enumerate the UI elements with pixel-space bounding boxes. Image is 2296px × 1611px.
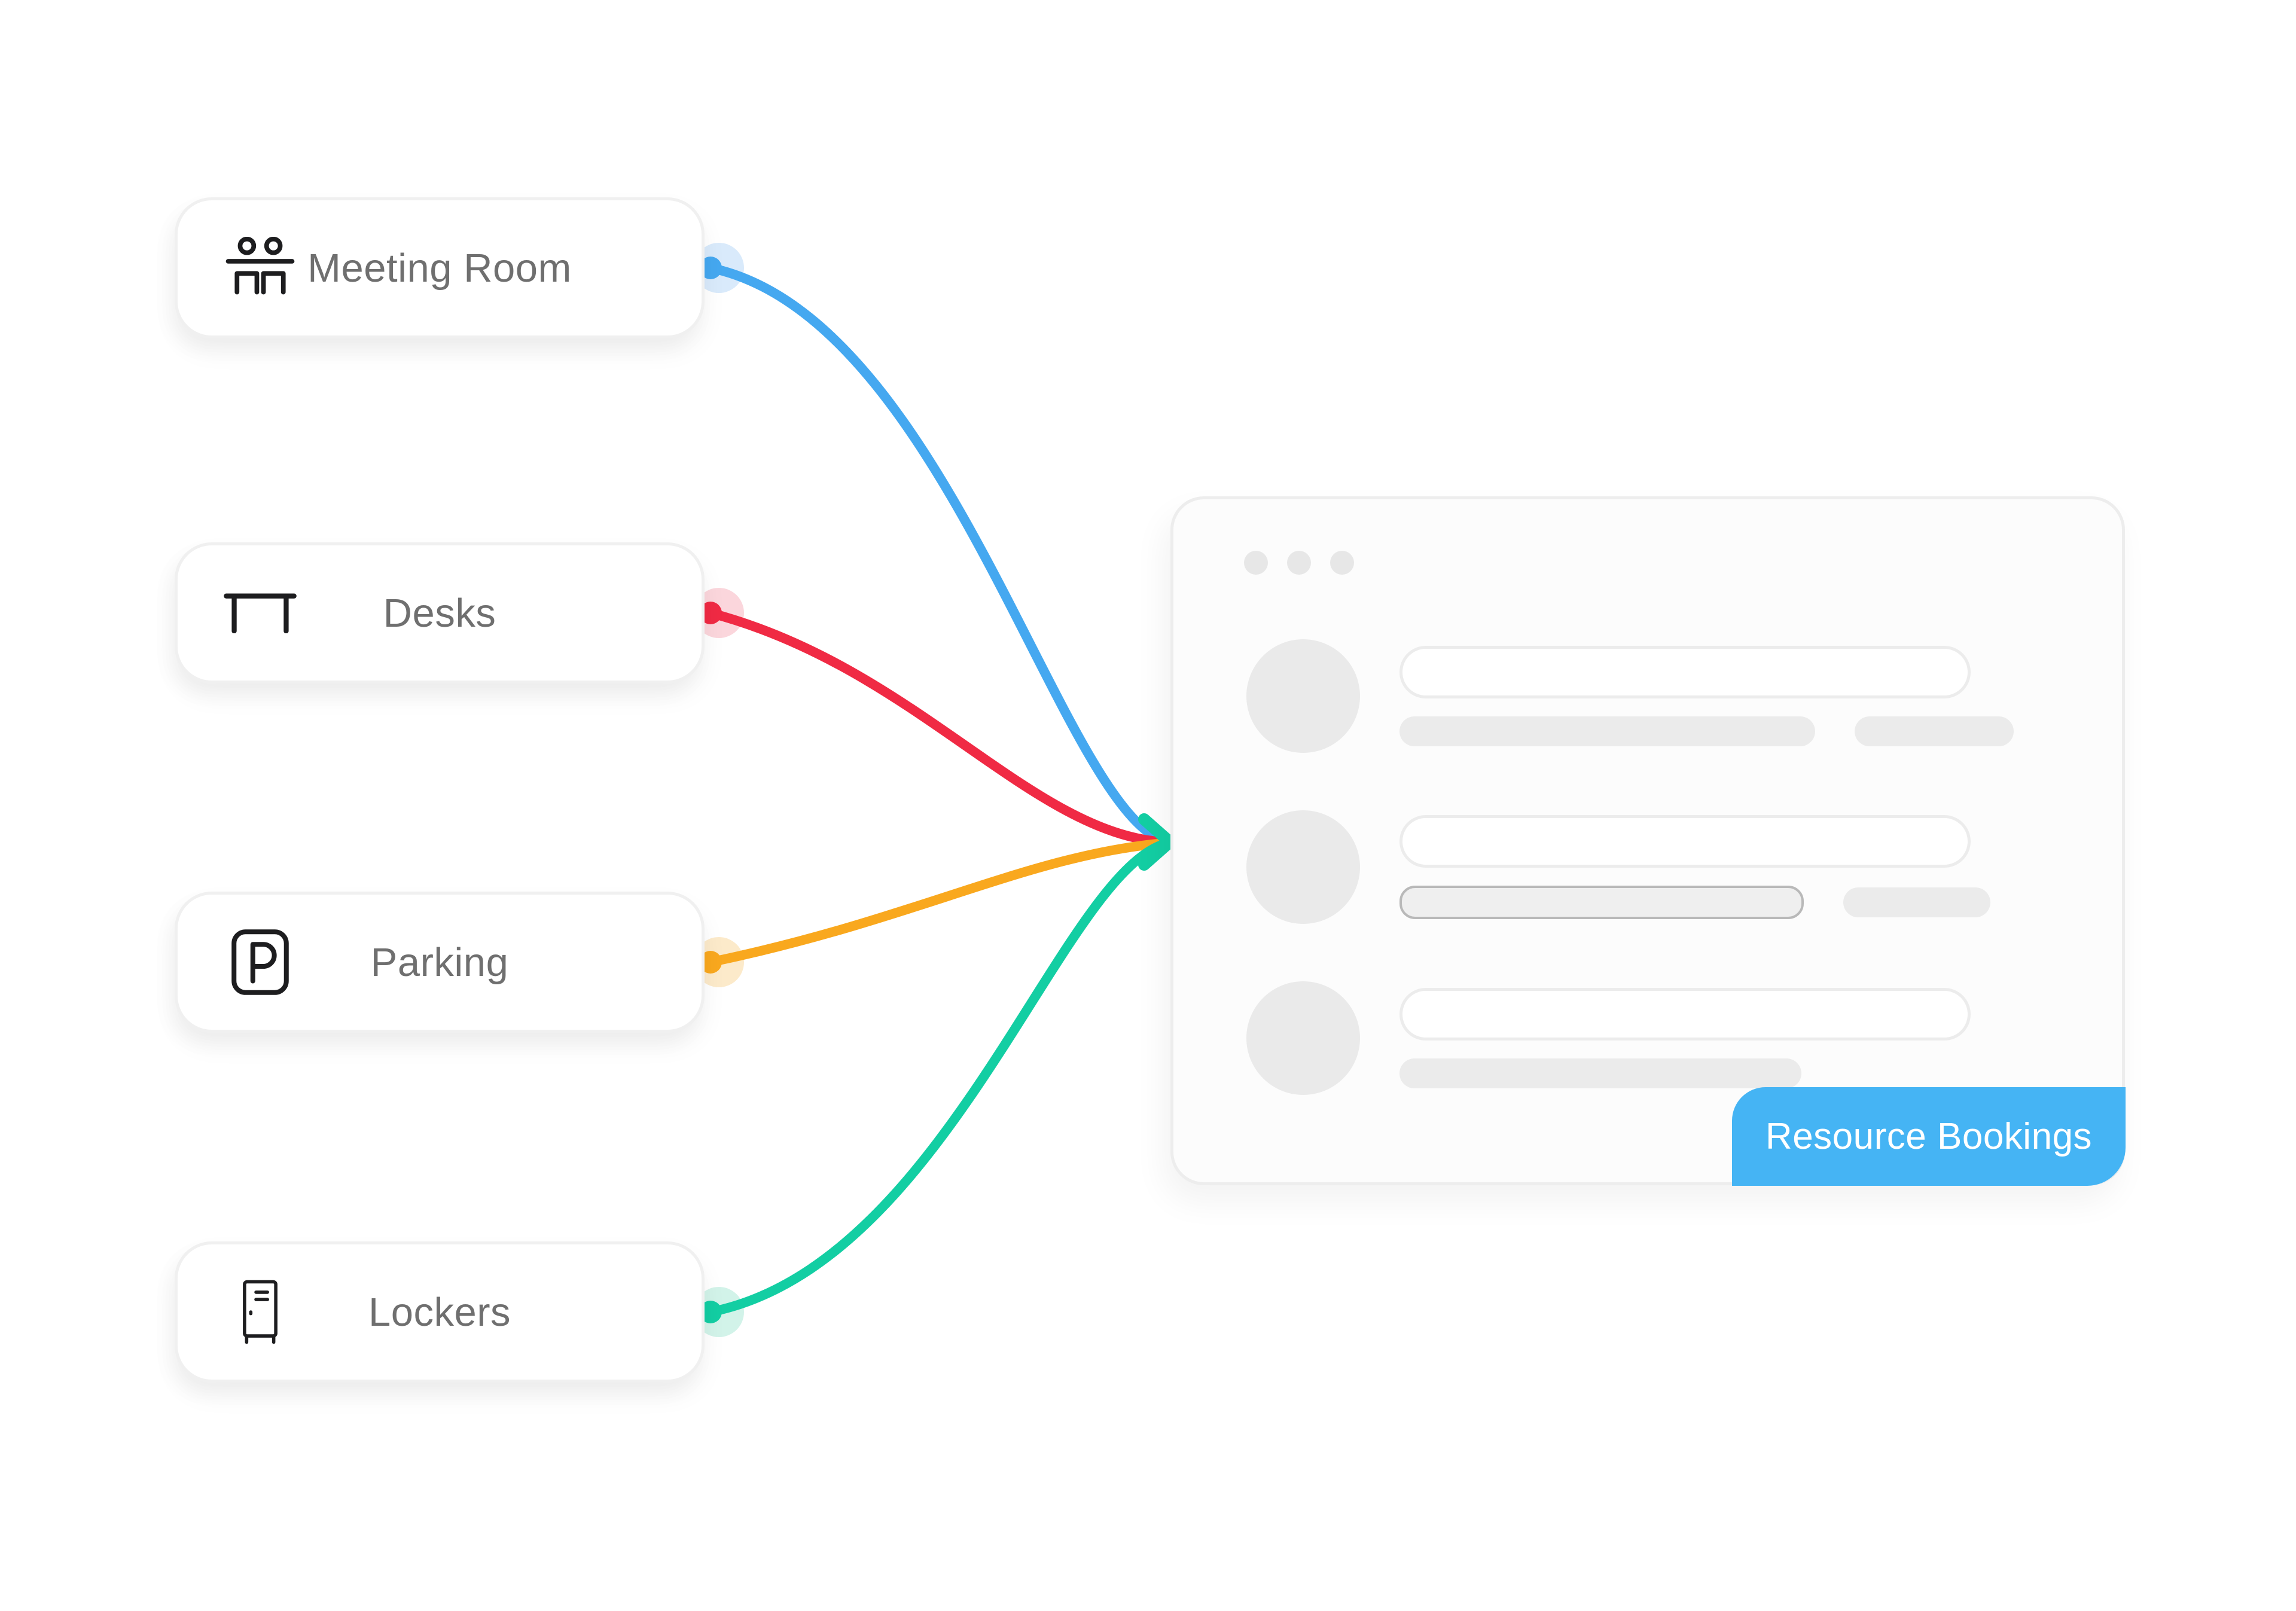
connector-dot-desks bbox=[699, 602, 722, 624]
card-label-desks: Desks bbox=[383, 590, 496, 636]
skeleton-bar bbox=[1843, 887, 1990, 917]
skeleton-avatar bbox=[1246, 981, 1360, 1095]
card-label-lockers: Lockers bbox=[368, 1289, 511, 1335]
window-control-dot bbox=[1330, 551, 1354, 575]
skeleton-input bbox=[1399, 988, 1971, 1041]
connector-line-parking bbox=[706, 838, 1168, 967]
connector-dot-parking bbox=[699, 951, 722, 974]
card-parking[interactable]: Parking bbox=[175, 892, 705, 1033]
skeleton-bar-selected bbox=[1399, 886, 1804, 919]
connector-line-desks bbox=[706, 608, 1168, 847]
skeleton-avatar bbox=[1246, 810, 1360, 924]
card-label-parking: Parking bbox=[370, 939, 509, 985]
parking-icon bbox=[212, 895, 308, 1030]
booking-row bbox=[1246, 810, 1990, 924]
app-window bbox=[1170, 496, 2125, 1185]
connector-line-lockers bbox=[706, 840, 1168, 1317]
card-desks[interactable]: Desks bbox=[175, 542, 705, 684]
skeleton-avatar bbox=[1246, 639, 1360, 753]
resource-bookings-badge[interactable]: Resource Bookings bbox=[1732, 1087, 2126, 1186]
booking-row bbox=[1246, 639, 2014, 753]
meeting-room-icon bbox=[212, 200, 308, 335]
window-control-dot bbox=[1244, 551, 1268, 575]
window-controls bbox=[1244, 551, 1354, 575]
skeleton-bar bbox=[1399, 1058, 1801, 1088]
booking-row bbox=[1246, 981, 1971, 1095]
skeleton-bar bbox=[1855, 716, 2014, 746]
locker-icon bbox=[212, 1244, 308, 1380]
connector-dot-meeting-room bbox=[699, 257, 722, 279]
resource-bookings-badge-label: Resource Bookings bbox=[1765, 1116, 2093, 1157]
skeleton-bar bbox=[1399, 716, 1815, 746]
connector-line-meeting-room bbox=[706, 263, 1168, 846]
card-meeting-room[interactable]: Meeting Room bbox=[175, 197, 705, 338]
window-control-dot bbox=[1287, 551, 1311, 575]
card-lockers[interactable]: Lockers bbox=[175, 1241, 705, 1383]
skeleton-input bbox=[1399, 646, 1971, 698]
skeleton-input bbox=[1399, 815, 1971, 868]
connector-dot-lockers bbox=[699, 1301, 722, 1323]
desk-icon bbox=[212, 545, 308, 681]
card-label-meeting-room: Meeting Room bbox=[307, 245, 572, 291]
merge-arrow-icon bbox=[1138, 813, 1176, 871]
